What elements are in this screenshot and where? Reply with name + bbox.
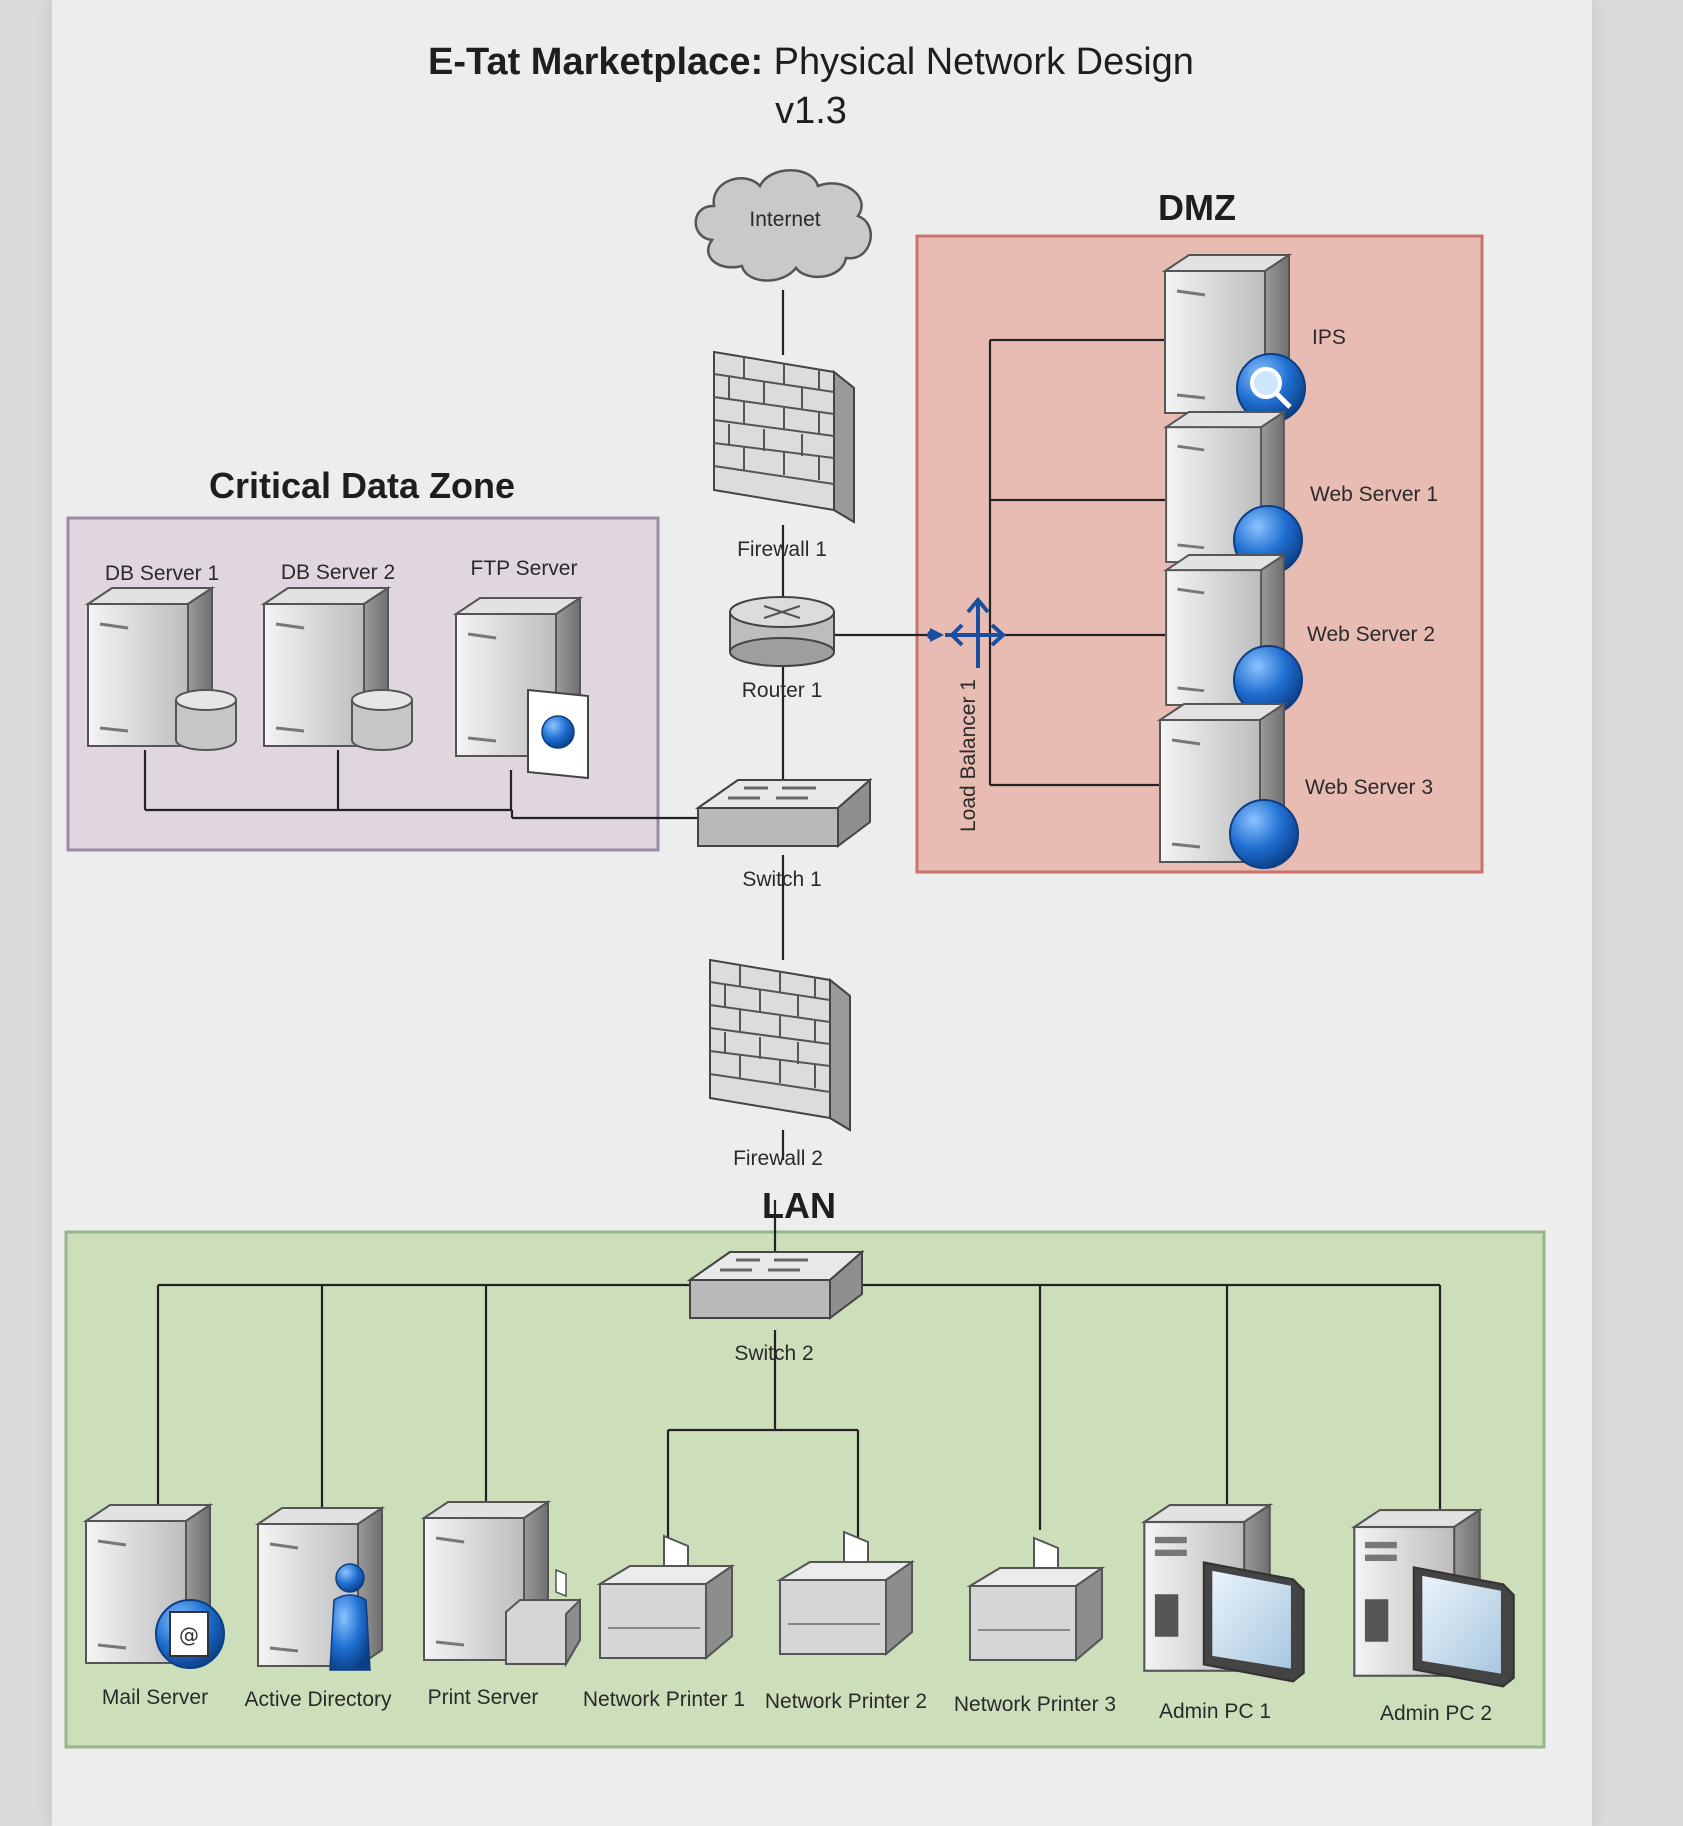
globe-icon: [1229, 799, 1299, 869]
switch-1-label: Switch 1: [742, 868, 821, 891]
db-server-2-label: DB Server 2: [281, 561, 395, 584]
web-server-2: Web Server 2: [1164, 553, 1435, 715]
firewall-1-label: Firewall 1: [737, 538, 827, 561]
mail-icon: @: [155, 1599, 225, 1669]
web-server-3: Web Server 3: [1158, 702, 1433, 869]
network-printer-3: Network Printer 3: [954, 1537, 1116, 1716]
internet-cloud-icon: Internet: [694, 169, 873, 282]
ftp-server: FTP Server: [454, 557, 589, 780]
diagram-title-rest: Physical Network Design: [763, 41, 1194, 83]
web-server-2-label: Web Server 2: [1307, 623, 1435, 646]
active-directory-label: Active Directory: [244, 1688, 392, 1711]
database-icon: [175, 689, 237, 751]
print-server-label: Print Server: [428, 1686, 539, 1709]
mail-server: @ Mail Server: [84, 1503, 225, 1709]
firewall-2-icon: [709, 959, 851, 1131]
router-icon: [729, 596, 835, 667]
document-globe-icon: [527, 688, 589, 780]
admin-pc-1: Admin PC 1: [1143, 1503, 1305, 1723]
db-server-1: DB Server 1: [86, 562, 237, 751]
web-server-3-label: Web Server 3: [1305, 776, 1433, 799]
switch-1-icon: [696, 778, 872, 848]
critical-zone-title: Critical Data Zone: [209, 465, 515, 506]
switch-2-label: Switch 2: [734, 1342, 813, 1365]
admin-pc-2-label: Admin PC 2: [1380, 1702, 1492, 1725]
ips-label: IPS: [1312, 326, 1346, 349]
load-balancer: Load Balancer 1: [945, 596, 1006, 832]
small-printer-icon: [505, 1568, 581, 1668]
router-1: Router 1: [729, 596, 835, 702]
ftp-server-label: FTP Server: [471, 557, 578, 580]
print-server: Print Server: [422, 1500, 581, 1709]
network-printer-2-label: Network Printer 2: [765, 1690, 927, 1713]
network-printer-3-label: Network Printer 3: [954, 1693, 1116, 1716]
diagram-title-bold: E-Tat Marketplace:: [428, 41, 763, 83]
internet-label: Internet: [749, 208, 820, 231]
switch-2-icon: [688, 1250, 864, 1320]
web-server-1-label: Web Server 1: [1310, 483, 1438, 506]
network-printer-2: Network Printer 2: [765, 1531, 927, 1713]
db-server-1-label: DB Server 1: [105, 562, 219, 585]
user-icon: [329, 1563, 371, 1671]
database-icon: [351, 689, 413, 751]
dmz-title: DMZ: [1158, 187, 1236, 228]
active-directory: Active Directory: [244, 1506, 392, 1711]
diagram-version: v1.3: [775, 90, 847, 132]
svg-text:E-Tat Marketplace: Physical Ne: E-Tat Marketplace: Physical Network Desi…: [428, 41, 1194, 83]
network-printer-1: Network Printer 1: [583, 1535, 745, 1711]
mail-server-label: Mail Server: [102, 1686, 208, 1709]
lan-title: LAN: [762, 1185, 836, 1226]
db-server-2: DB Server 2: [262, 561, 413, 751]
load-balancer-icon: [945, 596, 1006, 668]
router-1-label: Router 1: [742, 679, 823, 702]
admin-pc-1-label: Admin PC 1: [1159, 1700, 1271, 1723]
switch-2: Switch 2: [688, 1250, 864, 1365]
switch-1: Switch 1: [696, 778, 872, 891]
firewall-2: Firewall 2: [709, 959, 851, 1170]
network-printer-1-label: Network Printer 1: [583, 1688, 745, 1711]
load-balancer-label: Load Balancer 1: [957, 679, 980, 832]
firewall-1: Firewall 1: [713, 351, 855, 561]
svg-text:@: @: [179, 1623, 199, 1647]
firewall-1-icon: [713, 351, 855, 523]
admin-pc-2: Admin PC 2: [1353, 1508, 1515, 1725]
firewall-2-label: Firewall 2: [733, 1147, 823, 1170]
